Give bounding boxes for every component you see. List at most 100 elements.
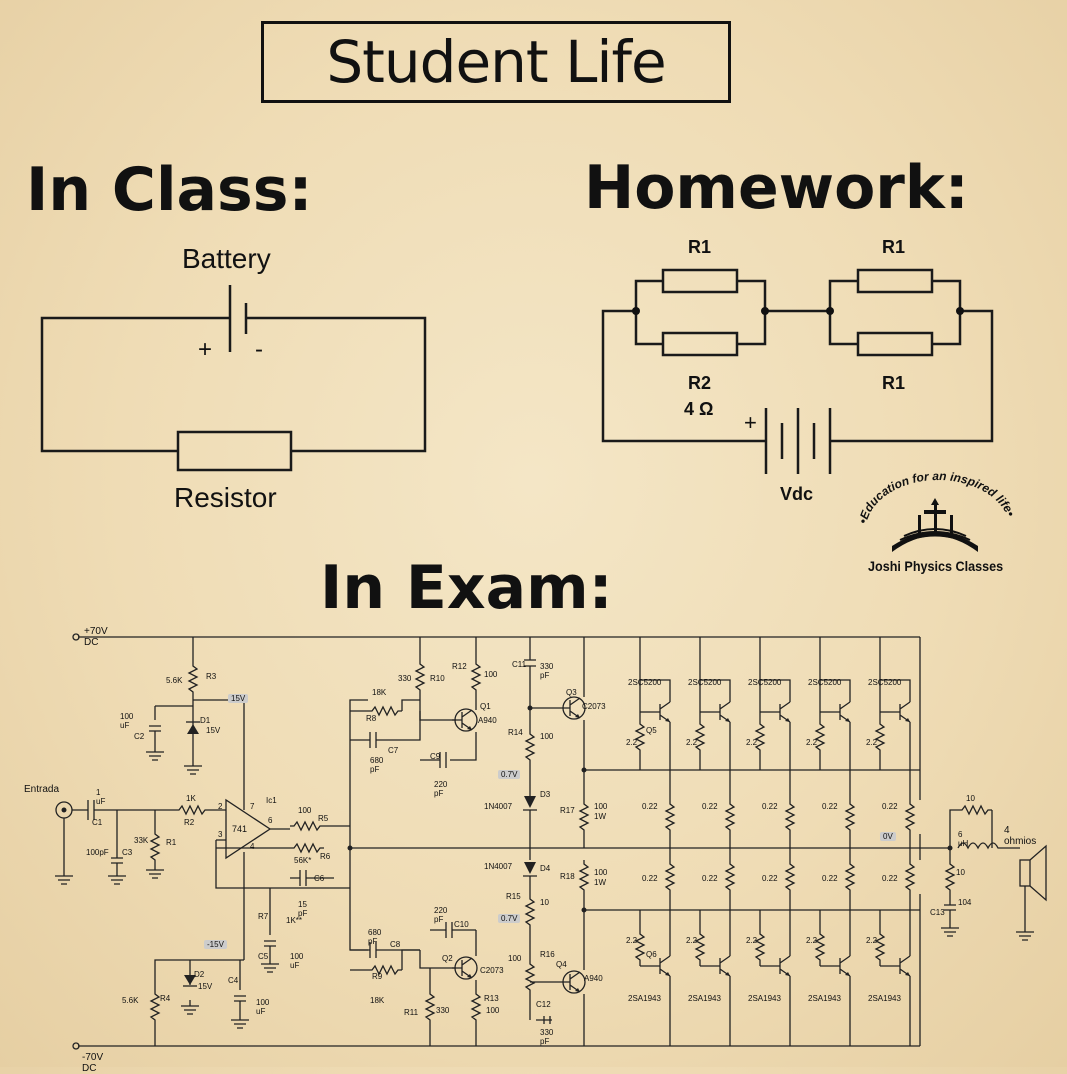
output-stage-4-emit: 0.22 [822, 802, 838, 811]
output-stage-2-emit: 0.22 [702, 874, 718, 883]
lbl-c2n: C2 [134, 732, 145, 741]
lbl-r6: 56K* [294, 856, 312, 865]
output-stage-4-qbot: 2SA1943 [808, 994, 841, 1003]
lbl-r8n: R8 [366, 714, 377, 723]
output-stage-4-emit: 0.22 [822, 874, 838, 883]
hw-label-r1-top-right: R1 [882, 237, 906, 257]
lbl-c2: 100 uF [120, 712, 134, 730]
svg-text:•Education for an inspired lif: •Education for an inspired life• [856, 469, 1018, 525]
lbl-q2: Q2 [442, 954, 453, 963]
lbl-v07b: 0.7V [498, 914, 521, 923]
lbl-c8: C8 [390, 940, 401, 949]
lbl-r3n: R3 [206, 672, 217, 681]
lbl-r2n: R2 [184, 818, 195, 827]
resistor-label: Resistor [174, 482, 277, 513]
lbl-c7v: 680 pF [370, 756, 384, 774]
lbl-r9: R9 [372, 972, 383, 981]
lbl-r5n: R5 [318, 814, 329, 823]
lbl-c6v: 15 pF [298, 900, 308, 918]
lbl-c100pf: 100pF [86, 848, 109, 857]
lbl-r18: R18 [560, 872, 575, 881]
lbl-p7: 7 [250, 802, 255, 811]
lbl-r7: R7 [258, 912, 269, 921]
hw-label-r1-top-left: R1 [688, 237, 712, 257]
lbl-r13: R13 [484, 994, 499, 1003]
output-label: 4 ohmios [1004, 825, 1037, 847]
lbl-rt: 10 [966, 794, 975, 803]
lbl-r4: 5.6K [122, 996, 139, 1005]
lbl-c13: C13 [930, 908, 945, 917]
lbl-c-in: 1 uF [96, 788, 106, 806]
lbl-ic1: Ic1 [266, 796, 277, 805]
lbl-r2: 1K [186, 794, 196, 803]
output-stage-1-qbot: 2SA1943 [628, 994, 661, 1003]
lbl-r11: R11 [404, 1008, 419, 1017]
lbl-r13v: 100 [486, 1006, 500, 1015]
lbl-d1v: 15V [206, 726, 221, 735]
lbl-c5v: 100 uF [290, 952, 304, 970]
page-title: Student Life [261, 21, 731, 103]
output-stage-3-qtop: 2SC5200 [748, 678, 782, 687]
output-stage-3-bias: 2.2 [746, 738, 758, 747]
lbl-d4: D4 [540, 864, 551, 873]
output-stage-5-emit: 0.22 [882, 802, 898, 811]
lbl-q6: Q6 [646, 950, 657, 959]
lbl-c12: C12 [536, 1000, 551, 1009]
output-stage-1-emit: 0.22 [642, 874, 658, 883]
lbl-q1t: A940 [478, 716, 497, 725]
output-stage-5-bias: 2.2 [866, 936, 878, 945]
battery-minus: - [255, 336, 263, 363]
in-exam-heading: In Exam: [320, 553, 613, 623]
lbl-p6: 6 [268, 816, 273, 825]
hw-label-r2: R2 [688, 373, 712, 393]
output-stage-5-emit: 0.22 [882, 874, 898, 883]
lbl-r14: R14 [508, 728, 523, 737]
output-stage-2-bias: 2.2 [686, 936, 698, 945]
lbl-c7: C7 [388, 746, 399, 755]
lbl-vminus: -15V [204, 940, 227, 949]
output-stage-1-emit: 0.22 [642, 802, 658, 811]
lbl-p3: 3 [218, 830, 223, 839]
lbl-r18v: 100 [594, 868, 608, 877]
lbl-d1: D1 [200, 716, 211, 725]
lbl-r4n: R4 [160, 994, 171, 1003]
lbl-q4: Q4 [556, 960, 567, 969]
lbl-r10: 330 [398, 674, 412, 683]
lbl-c4v: 100 uF [256, 998, 270, 1016]
lbl-p4: 4 [250, 842, 255, 851]
lbl-c12v: 330 pF [540, 1028, 554, 1046]
lbl-rz: 10 [956, 868, 965, 877]
output-stage-1-qtop: 2SC5200 [628, 678, 662, 687]
lbl-r12: R12 [452, 662, 467, 671]
in-class-heading: In Class: [26, 155, 313, 225]
top-rail-label: +70V DC [84, 626, 108, 648]
output-stage-4-bias: 2.2 [806, 738, 818, 747]
lbl-q5: Q5 [646, 726, 657, 735]
lbl-r17w: 1W [594, 812, 606, 821]
lbl-c10v: 220 pF [434, 906, 448, 924]
lbl-v07a: 0.7V [498, 770, 521, 779]
lbl-r17: R17 [560, 806, 575, 815]
lbl-c6: C6 [314, 874, 325, 883]
output-stage-2-qtop: 2SC5200 [688, 678, 722, 687]
lbl-r12v: 100 [484, 670, 498, 679]
lbl-q1: Q1 [480, 702, 491, 711]
lbl-r7v: 1K** [286, 916, 303, 925]
lbl-q4t: A940 [584, 974, 603, 983]
output-stage-3-emit: 0.22 [762, 874, 778, 883]
bottom-rail-label: -70V DC [82, 1052, 104, 1074]
lbl-c11v: 330 pF [540, 662, 554, 680]
output-stage-5-qtop: 2SC5200 [868, 678, 902, 687]
output-stage-3-qbot: 2SA1943 [748, 994, 781, 1003]
lbl-r5: 100 [298, 806, 312, 815]
output-stage-5-bias: 2.2 [866, 738, 878, 747]
lbl-ov: 0V [880, 832, 896, 841]
lbl-r9v: 18K [370, 996, 385, 1005]
output-stage-4-qtop: 2SC5200 [808, 678, 842, 687]
lbl-r8: 18K [372, 688, 387, 697]
lbl-r16v: 100 [508, 954, 522, 963]
lbl-l1: 6 uH [958, 830, 969, 848]
lbl-c8v: 680 pF [368, 928, 382, 946]
lbl-c4: C4 [228, 976, 239, 985]
lbl-r3: 5.6K [166, 676, 183, 685]
